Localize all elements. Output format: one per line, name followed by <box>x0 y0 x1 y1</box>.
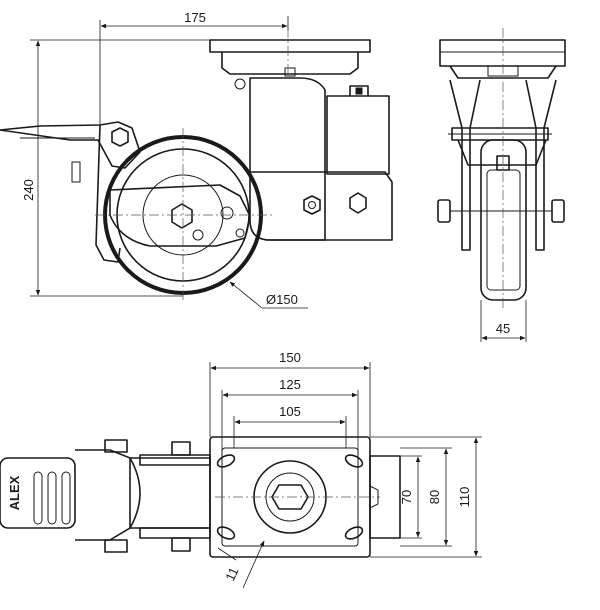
top-brake-nut-lower <box>104 539 128 553</box>
side-brake-hole-2 <box>235 228 245 238</box>
dim-45-label: 45 <box>496 321 510 336</box>
top-bolt-hole-top-right <box>344 454 364 468</box>
top-bolt-hole-top-left <box>216 454 236 468</box>
front-fork-leg-right <box>525 79 557 251</box>
top-fork-nut-lower <box>171 537 191 552</box>
side-plate-flange <box>221 52 359 75</box>
side-axle-nut <box>303 195 321 215</box>
dim-240-label: 240 <box>21 179 36 201</box>
dim-11-label: 11 <box>222 565 241 584</box>
side-wheel-axle-nut <box>171 203 193 229</box>
top-fork-arm-lower <box>139 527 211 539</box>
side-brake-pedal <box>0 121 141 169</box>
dim-70-label: 70 <box>399 490 414 504</box>
front-wheel-hub <box>486 169 521 291</box>
side-brake-lever <box>95 124 121 263</box>
dim-80-label: 80 <box>427 490 442 504</box>
side-brake-hole-3 <box>220 206 234 220</box>
dim-150-label: 150 <box>279 350 301 365</box>
top-brand-label: ALEX <box>7 475 22 510</box>
side-spring-screw <box>355 87 363 95</box>
dim-175-label: 175 <box>184 10 206 25</box>
front-brake-guard <box>457 139 547 166</box>
top-brake-arm <box>75 449 131 541</box>
side-top-plate <box>209 39 371 53</box>
front-top-plate <box>439 39 566 67</box>
side-brake-spring <box>71 161 81 183</box>
side-pivot-nut <box>349 192 367 214</box>
top-spring-housing <box>369 455 401 539</box>
side-axle-nut-hole <box>308 201 316 209</box>
side-view: 175 240 Ø150 <box>0 10 393 309</box>
side-swing-arm <box>250 171 393 241</box>
top-fork-arm-upper <box>139 454 211 466</box>
top-spring-clip <box>369 485 379 509</box>
top-wheel-body <box>129 457 211 529</box>
side-swivel-bolt <box>284 67 296 77</box>
top-bolt-hole-bottom-left <box>216 526 236 540</box>
side-grease-nipple <box>234 78 246 90</box>
top-pedal-rib-3 <box>61 471 71 525</box>
top-pedal-rib-2 <box>47 471 57 525</box>
dim-11-leader-1 <box>242 540 265 589</box>
front-fork-leg-left <box>449 79 481 251</box>
front-axle-nut-left <box>437 199 451 223</box>
dim-105-label: 105 <box>279 404 301 419</box>
front-view: 45 <box>437 28 566 342</box>
front-axle-nut-right <box>551 199 565 223</box>
side-brake-plate <box>109 184 251 247</box>
front-wheel <box>480 139 527 301</box>
top-brake-nut-upper <box>104 439 128 453</box>
dim-diameter-leader <box>229 281 263 309</box>
dim-diameter-label: Ø150 <box>266 292 298 307</box>
dim-110-label: 110 <box>457 487 472 508</box>
side-brake-nut <box>111 127 129 147</box>
side-spring-housing <box>326 95 390 175</box>
top-view: ALEX 150 125 <box>0 350 482 589</box>
top-fork-nut-upper <box>171 441 191 456</box>
dim-11-leader-2 <box>217 547 237 561</box>
side-brake-hole-1 <box>192 229 204 241</box>
top-brake-pedal <box>0 457 76 529</box>
dim-125-label: 125 <box>279 377 301 392</box>
top-bolt-hole-bottom-right <box>344 526 364 540</box>
top-pedal-rib-1 <box>33 471 43 525</box>
side-spring-cap <box>349 85 369 96</box>
